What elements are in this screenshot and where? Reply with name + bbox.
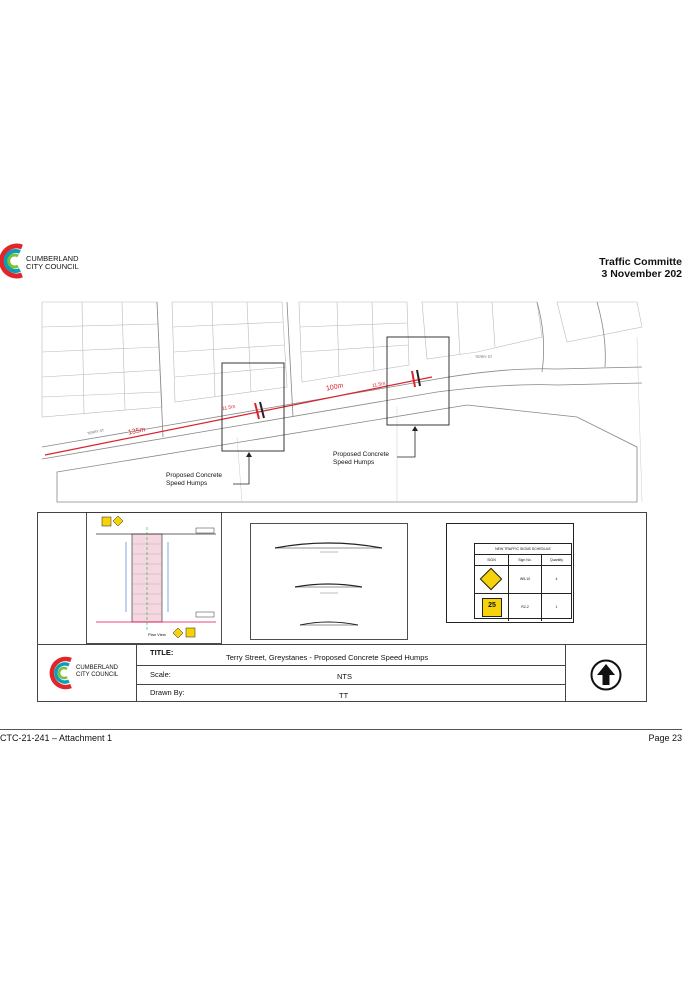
street-label-2: TERRY ST — [475, 355, 493, 359]
titleblock-logo-icon — [49, 656, 72, 690]
hump-warning-sign-icon — [475, 566, 509, 593]
titleblock-row-rule — [136, 665, 565, 666]
titleblock-logo-text: CUMBERLAND CITY COUNCIL — [76, 665, 118, 679]
hump-plan-detail — [86, 512, 222, 644]
callout-left-line2: Speed Humps — [166, 480, 208, 487]
header-title-line1: Traffic Committe — [599, 256, 682, 268]
titleblock-drawn-label: Drawn By: — [150, 688, 185, 697]
titleblock-col-rule — [136, 644, 137, 702]
footer-page-number: Page 23 — [648, 733, 682, 743]
speed-hump-right-icon — [411, 369, 421, 388]
header-logo-text: CUMBERLAND CITY COUNCIL — [26, 255, 79, 271]
section-divider — [37, 512, 647, 513]
schedule-title: NEW TRAFFIC SIGNS SCHEDULE — [475, 544, 571, 555]
leader-right — [397, 428, 416, 458]
header-logo-line1: CUMBERLAND — [26, 254, 79, 263]
callout-box-left — [221, 362, 285, 452]
north-arrow-icon — [590, 659, 622, 691]
schedule-row: 25 R2-2 1 — [475, 594, 571, 621]
titleblock-top-rule — [37, 644, 647, 645]
leader-left — [233, 454, 250, 485]
titleblock-title-label: TITLE: — [150, 648, 174, 657]
speed-sign-value: 25 — [482, 598, 502, 617]
titleblock-logo-line1: CUMBERLAND — [76, 665, 119, 671]
site-map — [37, 297, 647, 512]
titleblock-scale-value: NTS — [337, 672, 352, 681]
callout-right-line1: Proposed Concrete — [333, 451, 390, 458]
plan-view-label: Plan View — [148, 632, 166, 637]
footer-attachment-label: CTC-21-241 – Attachment 1 — [0, 733, 113, 743]
callout-left-text: Proposed Concrete Speed Humps — [166, 472, 222, 488]
callout-right-line2: Speed Humps — [333, 459, 375, 466]
titleblock-title-value: Terry Street, Greystanes - Proposed Conc… — [226, 653, 429, 662]
schedule-qty: 1 — [555, 605, 558, 609]
footer-rule — [0, 729, 682, 730]
schedule-qty: 4 — [555, 577, 558, 581]
schedule-col-sign: SIGN — [475, 555, 509, 565]
schedule-header-row: SIGN Sign No. Quantity — [475, 555, 571, 566]
cumberland-logo-icon — [0, 243, 23, 279]
header-title: Traffic Committe 3 November 202 — [599, 256, 682, 280]
schedule-col-signno: Sign No. — [509, 555, 542, 565]
schedule-row: W5-10 4 — [475, 566, 571, 594]
speed-hump-left-icon — [254, 401, 265, 420]
dimension-line — [44, 376, 433, 456]
schedule-signno: W5-10 — [509, 566, 542, 593]
sign-schedule-frame — [446, 523, 574, 623]
sign-schedule-table: NEW TRAFFIC SIGNS SCHEDULE SIGN Sign No.… — [474, 543, 572, 621]
titleblock-logo-line2: CITY COUNCIL — [76, 672, 119, 678]
titleblock-col-rule — [565, 644, 566, 702]
callout-left-line1: Proposed Concrete — [166, 472, 223, 479]
titleblock-scale-label: Scale: — [150, 670, 171, 679]
header-title-line2: 3 November 202 — [601, 268, 682, 280]
speed-sign-icon: 25 — [475, 594, 509, 621]
callout-box-right — [386, 336, 450, 426]
road-edges — [41, 301, 643, 503]
schedule-col-qty: Quantity — [549, 558, 564, 562]
titleblock-drawn-value: TT — [339, 691, 349, 700]
schedule-signno: R2-2 — [509, 594, 542, 621]
titleblock-row-rule — [136, 684, 565, 685]
header-logo-line2: CITY COUNCIL — [26, 262, 79, 271]
callout-right-text: Proposed Concrete Speed Humps — [333, 451, 389, 467]
hump-section-detail — [250, 523, 408, 640]
